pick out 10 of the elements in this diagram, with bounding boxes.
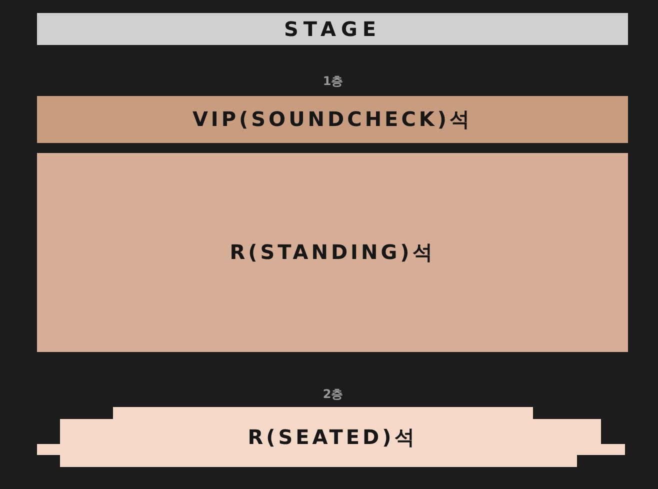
stage-bar	[37, 13, 628, 45]
stage-label: STAGE	[284, 17, 382, 41]
floor-label: 2층	[322, 386, 344, 403]
floor-label: 1층	[322, 73, 344, 90]
section-label: R(STANDING)석	[230, 239, 436, 266]
seating-section	[37, 407, 628, 468]
seating-section	[37, 96, 628, 143]
seating-section	[37, 153, 628, 352]
section-label: VIP(SOUNDCHECK)석	[192, 106, 473, 133]
section-label: R(SEATED)석	[248, 424, 418, 451]
